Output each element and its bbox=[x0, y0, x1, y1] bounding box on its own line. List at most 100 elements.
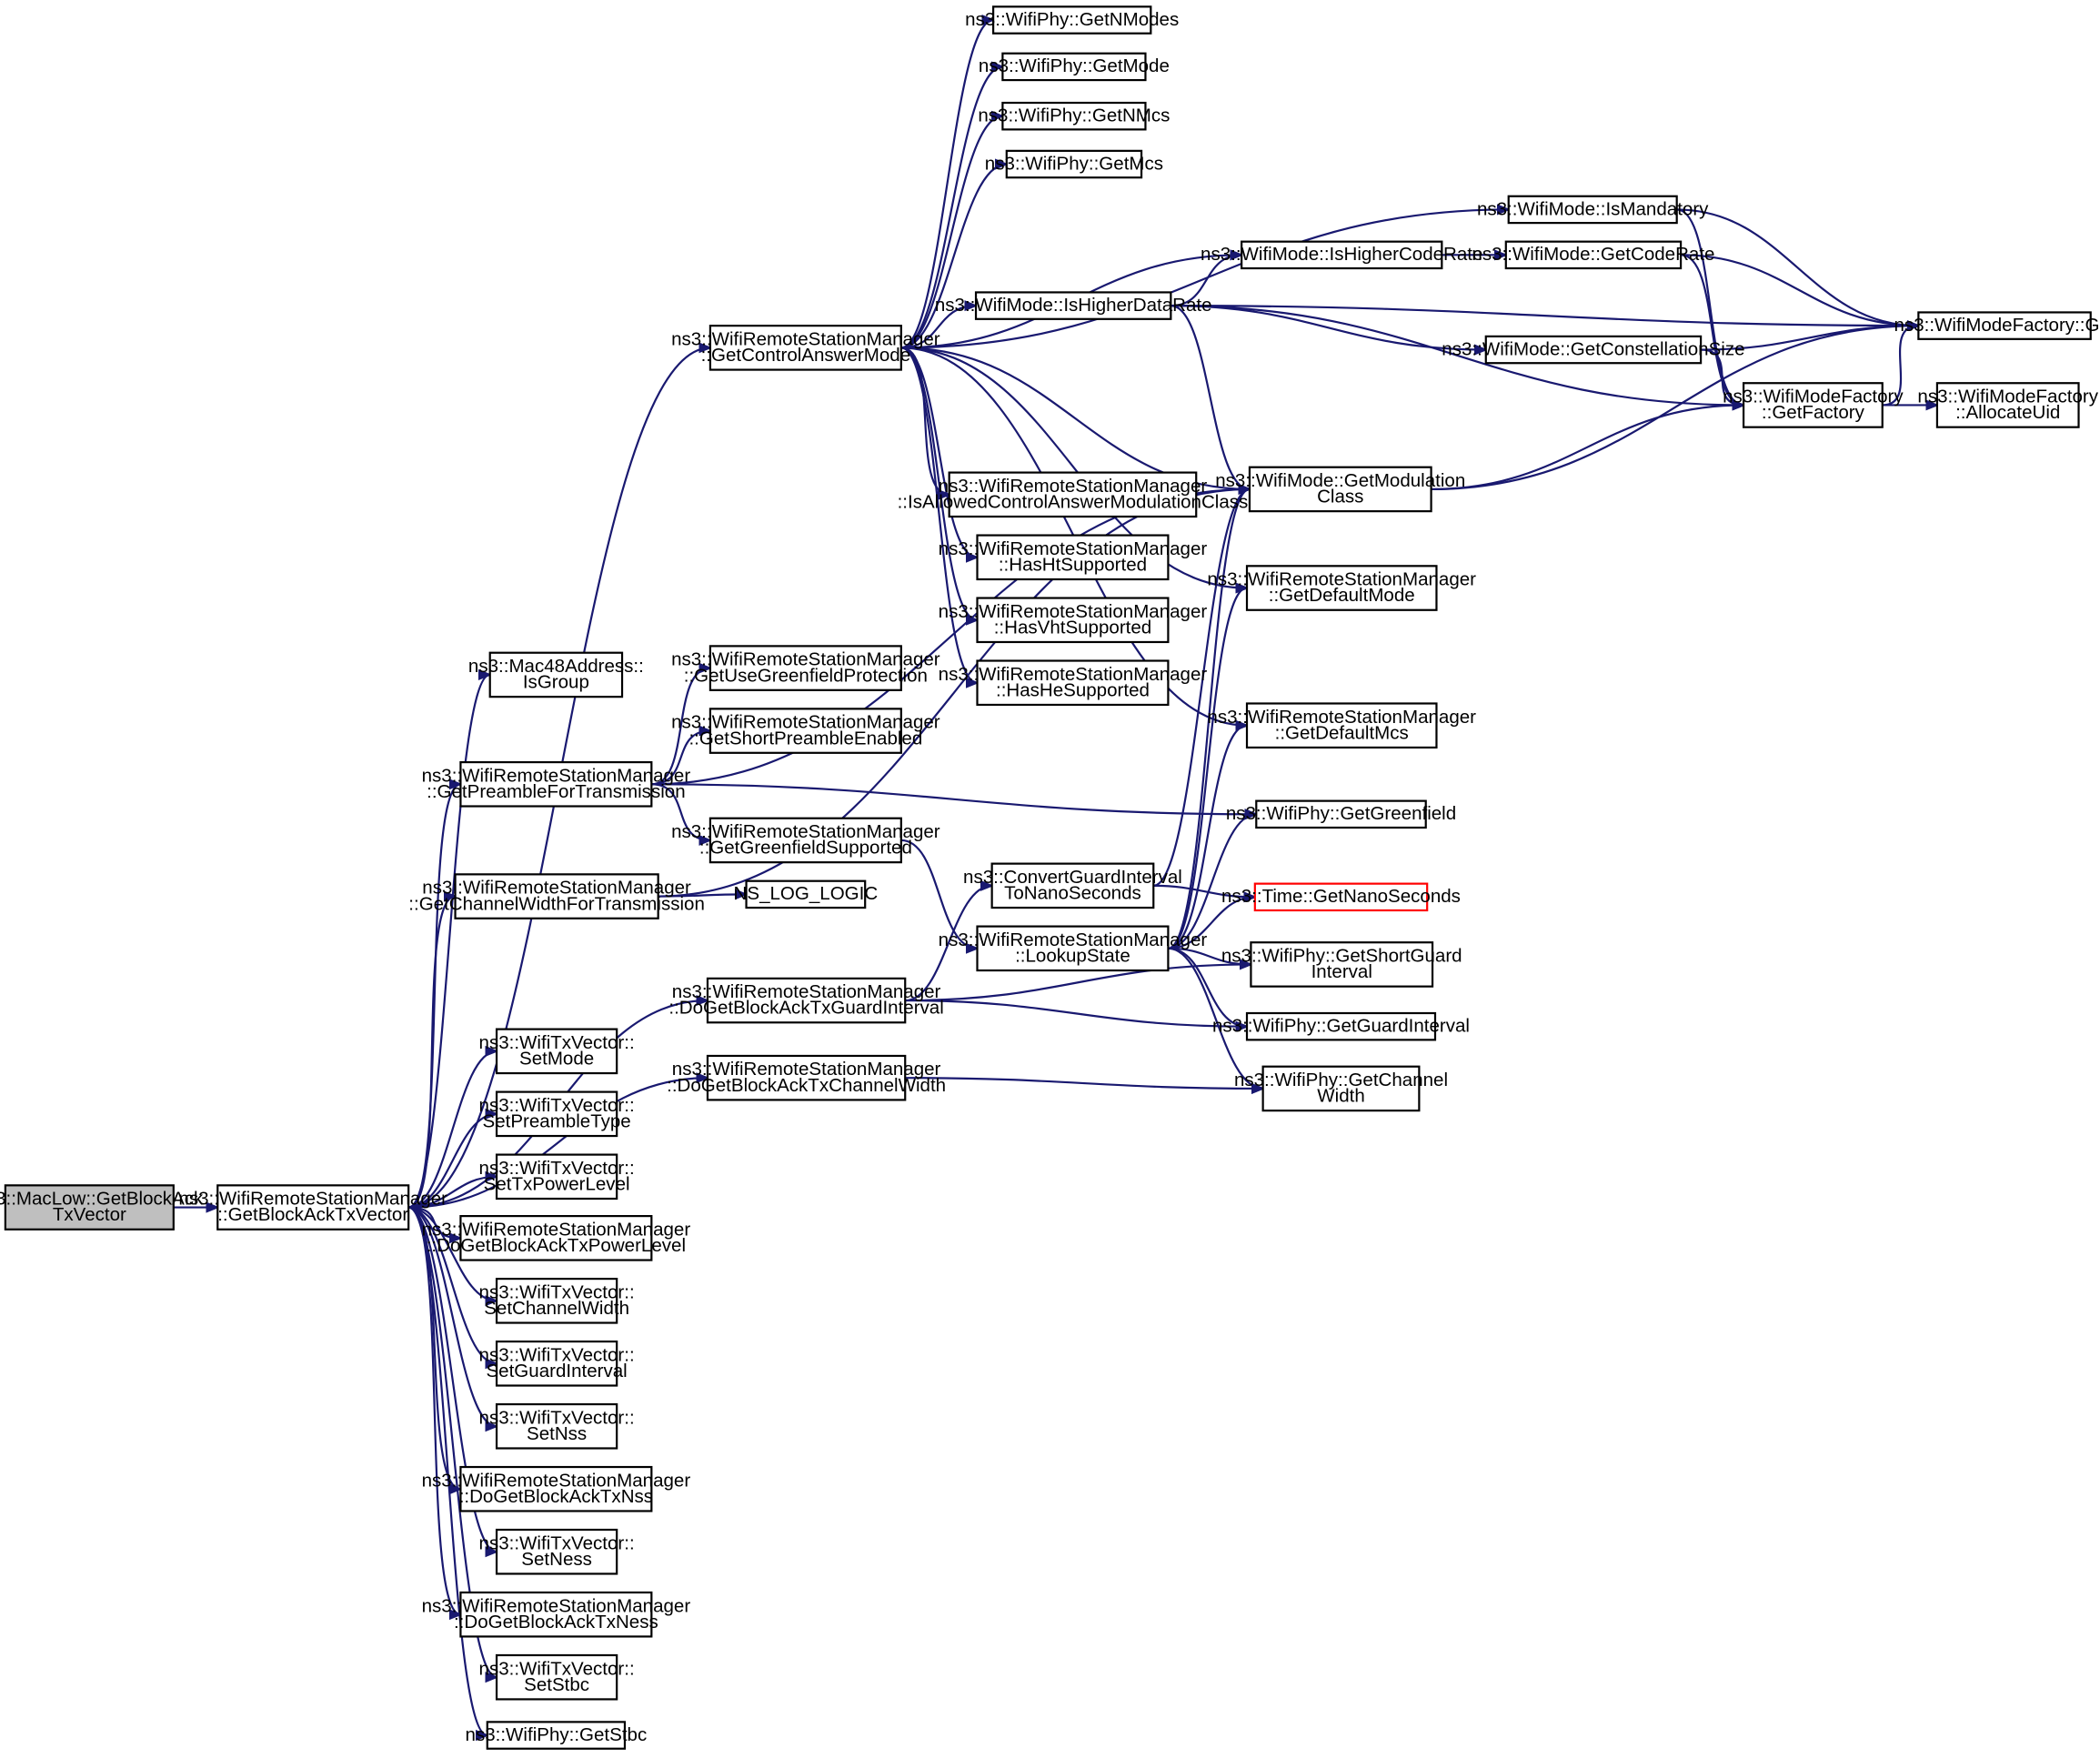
node-getgf[interactable]: ns3::WifiPhy::GetGreenfield bbox=[1226, 799, 1456, 829]
node-label: ns3::WifiRemoteStationManager bbox=[422, 765, 691, 786]
node-wmfgetf[interactable]: ns3::WifiModeFactory::GetFactory bbox=[1723, 382, 1904, 428]
node-label: ::GetChannelWidthForTransmission bbox=[408, 893, 705, 914]
node-gcwft[interactable]: ns3::WifiRemoteStationManager::GetChanne… bbox=[408, 873, 705, 919]
node-gbatv[interactable]: ns3::WifiRemoteStationManager::GetBlockA… bbox=[178, 1184, 447, 1231]
node-label: TxVector bbox=[53, 1204, 126, 1225]
node-box bbox=[708, 817, 902, 864]
node-gcr[interactable]: ns3::WifiMode::GetCodeRate bbox=[1472, 240, 1714, 270]
node-label: ::DoGetBlockAckTxGuardInterval bbox=[668, 998, 943, 1019]
node-gcam[interactable]: ns3::WifiRemoteStationManager::GetContro… bbox=[671, 325, 940, 371]
node-getnmcs[interactable]: ns3::WifiPhy::GetNMcs bbox=[978, 101, 1170, 131]
edge-dgbatgi-to-cgitns bbox=[905, 886, 991, 1002]
node-label: ns3::WifiTxVector:: bbox=[479, 1032, 635, 1053]
node-box bbox=[459, 1465, 653, 1512]
node-ggs[interactable]: ns3::WifiRemoteStationManager::GetGreenf… bbox=[671, 817, 940, 864]
node-label: ns3::WifiMode::IsMandatory bbox=[1477, 198, 1709, 219]
node-getcw[interactable]: ns3::WifiPhy::GetChannelWidth bbox=[1234, 1065, 1448, 1112]
node-getns[interactable]: ns3::Time::GetNanoSeconds bbox=[1221, 882, 1461, 912]
node-label: ns3::WifiRemoteStationManager bbox=[671, 712, 940, 733]
node-label: ns3::WifiRemoteStationManager bbox=[1207, 569, 1476, 590]
node-hasvht[interactable]: ns3::WifiRemoteStationManager::HasVhtSup… bbox=[939, 597, 1208, 644]
node-wmfget[interactable]: ns3::WifiModeFactory::Get bbox=[1894, 311, 2100, 340]
node-gspe[interactable]: ns3::WifiRemoteStationManager::GetShortP… bbox=[671, 708, 940, 754]
node-label: SetNess bbox=[521, 1549, 592, 1570]
node-isacamc[interactable]: ns3::WifiRemoteStationManager::IsAllowed… bbox=[898, 471, 1249, 518]
node-label: SetNss bbox=[527, 1423, 587, 1444]
edge-lookup-to-getsgi bbox=[1168, 947, 1251, 965]
node-box bbox=[486, 1721, 627, 1750]
node-label: ns3::WifiMode::GetModulation bbox=[1215, 470, 1465, 491]
node-label: ::GetUseGreenfieldProtection bbox=[684, 665, 928, 686]
node-box bbox=[1504, 240, 1683, 270]
node-settxpower[interactable]: ns3::WifiTxVector::SetTxPowerLevel bbox=[479, 1153, 635, 1200]
node-dgbatnss[interactable]: ns3::WifiRemoteStationManager::DoGetBloc… bbox=[422, 1465, 691, 1512]
node-getnmodes[interactable]: ns3::WifiPhy::GetNModes bbox=[965, 5, 1179, 35]
node-setnss[interactable]: ns3::WifiTxVector::SetNss bbox=[479, 1402, 635, 1450]
edge-gcr-to-wmfgetf bbox=[1680, 254, 1743, 405]
node-wmfau[interactable]: ns3::WifiModeFactory::AllocateUid bbox=[1917, 382, 2099, 428]
node-label: ::GetControlAnswerMode bbox=[701, 345, 911, 366]
edge-ishdr-to-gmc bbox=[1171, 305, 1250, 489]
node-root[interactable]: ns3::MacLow::GetBlockAckTxVector bbox=[0, 1184, 204, 1231]
edge-gbatv-to-dgbatcw bbox=[408, 1078, 708, 1209]
node-ishcr[interactable]: ns3::WifiMode::IsHigherCodeRate bbox=[1201, 240, 1482, 270]
node-box bbox=[1250, 941, 1434, 988]
node-box bbox=[495, 1090, 618, 1138]
node-lookup[interactable]: ns3::WifiRemoteStationManager::LookupSta… bbox=[939, 925, 1208, 972]
edge-dgbatcw-to-getcw bbox=[905, 1077, 1262, 1089]
node-hasht[interactable]: ns3::WifiRemoteStationManager::HasHtSupp… bbox=[939, 534, 1208, 581]
node-box bbox=[459, 1591, 653, 1638]
node-gugp[interactable]: ns3::WifiRemoteStationManager::GetUseGre… bbox=[671, 645, 940, 691]
node-setcw[interactable]: ns3::WifiTxVector::SetChannelWidth bbox=[479, 1277, 635, 1324]
node-ismand[interactable]: ns3::WifiMode::IsMandatory bbox=[1477, 195, 1709, 225]
node-dgbatcw[interactable]: ns3::WifiRemoteStationManager::DoGetBloc… bbox=[667, 1054, 946, 1101]
node-label: ::GetFactory bbox=[1762, 402, 1865, 423]
node-dgbatness[interactable]: ns3::WifiRemoteStationManager::DoGetBloc… bbox=[422, 1591, 691, 1638]
node-label: ::AllocateUid bbox=[1955, 402, 2060, 423]
edge-gcam-to-hashe bbox=[900, 347, 978, 682]
node-label: ::IsAllowedControlAnswerModulationClass bbox=[898, 491, 1249, 512]
node-dgbatgi[interactable]: ns3::WifiRemoteStationManager::DoGetBloc… bbox=[668, 977, 944, 1024]
edge-gbatv-to-settxpower bbox=[408, 1177, 497, 1209]
node-setstbc[interactable]: ns3::WifiTxVector::SetStbc bbox=[479, 1653, 635, 1701]
node-label: ns3::WifiModeFactory bbox=[1723, 387, 1904, 407]
edge-gcam-to-hasvht bbox=[900, 347, 978, 619]
node-label: ns3::Mac48Address:: bbox=[468, 656, 644, 677]
node-setpreamble[interactable]: ns3::WifiTxVector::SetPreambleType bbox=[479, 1090, 635, 1138]
node-setmode[interactable]: ns3::WifiTxVector::SetMode bbox=[479, 1028, 635, 1075]
node-hashe[interactable]: ns3::WifiRemoteStationManager::HasHeSupp… bbox=[939, 659, 1208, 707]
node-isgroup[interactable]: ns3::Mac48Address::IsGroup bbox=[468, 651, 644, 698]
node-nslog[interactable]: NS_LOG_LOGIC bbox=[734, 879, 879, 909]
call-edges bbox=[173, 20, 1937, 1735]
node-getgi[interactable]: ns3::WifiPhy::GetGuardInterval bbox=[1212, 1011, 1470, 1041]
edge-gcr-to-wmfget bbox=[1681, 254, 1918, 326]
edge-gcam-to-ismand bbox=[900, 209, 1509, 349]
node-gpft[interactable]: ns3::WifiRemoteStationManager::GetPreamb… bbox=[422, 760, 691, 808]
node-label: Interval bbox=[1311, 961, 1372, 982]
node-gdmcs[interactable]: ns3::WifiRemoteStationManager::GetDefaul… bbox=[1207, 702, 1476, 749]
node-box bbox=[1255, 799, 1427, 829]
node-dgbatpl[interactable]: ns3::WifiRemoteStationManager::DoGetBloc… bbox=[422, 1215, 691, 1261]
node-setness[interactable]: ns3::WifiTxVector::SetNess bbox=[479, 1528, 635, 1575]
node-box bbox=[1507, 195, 1678, 225]
edge-ggs-to-lookup bbox=[900, 839, 978, 949]
node-ishdr[interactable]: ns3::WifiMode::IsHigherDataRate bbox=[935, 291, 1212, 320]
node-label: ns3::WifiTxVector:: bbox=[479, 1095, 635, 1116]
node-setgi[interactable]: ns3::WifiTxVector::SetGuardInterval bbox=[479, 1340, 635, 1387]
node-box bbox=[708, 708, 902, 754]
node-label: IsGroup bbox=[523, 672, 589, 693]
node-getmode[interactable]: ns3::WifiPhy::GetMode bbox=[979, 52, 1170, 82]
node-label: ns3::WifiTxVector:: bbox=[479, 1344, 635, 1365]
node-box bbox=[216, 1184, 410, 1231]
node-gcs[interactable]: ns3::WifiMode::GetConstellationSize bbox=[1442, 335, 1745, 365]
edge-lookup-to-getns bbox=[1168, 897, 1254, 949]
node-box bbox=[706, 977, 907, 1024]
node-gdm[interactable]: ns3::WifiRemoteStationManager::GetDefaul… bbox=[1207, 565, 1476, 611]
edge-cgitns-to-gmc bbox=[1153, 489, 1250, 887]
node-getstbc[interactable]: ns3::WifiPhy::GetStbc bbox=[466, 1721, 648, 1750]
node-getmcs[interactable]: ns3::WifiPhy::GetMcs bbox=[985, 149, 1163, 179]
